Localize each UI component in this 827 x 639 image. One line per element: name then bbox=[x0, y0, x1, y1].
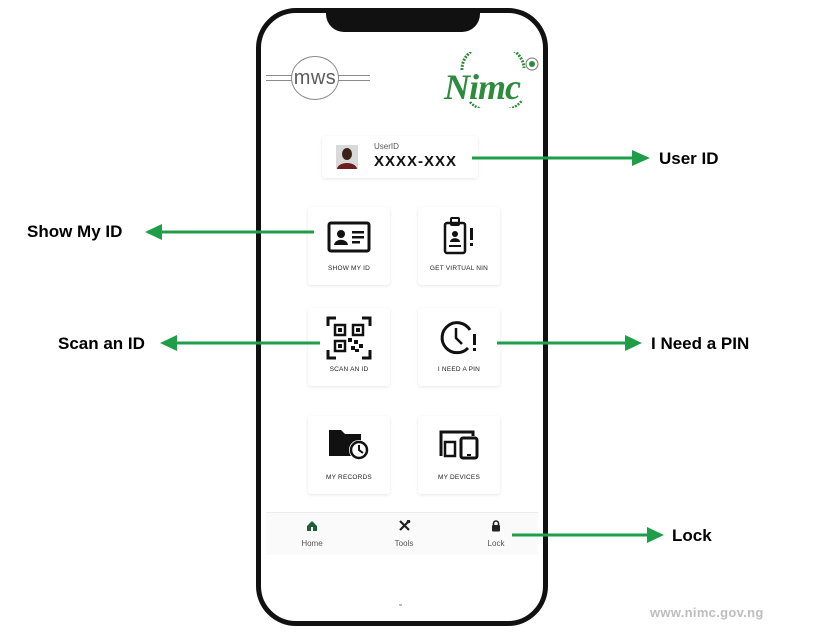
nav-lock-label: Lock bbox=[487, 539, 505, 548]
nav-home[interactable]: Home bbox=[282, 519, 342, 548]
callout-user-id: User ID bbox=[659, 149, 719, 168]
nav-lock[interactable]: Lock bbox=[466, 519, 526, 548]
home-icon bbox=[307, 521, 317, 531]
tile-label: SCAN AN ID bbox=[329, 366, 369, 373]
nav-tools-label: Tools bbox=[394, 539, 414, 548]
tools-icon bbox=[398, 519, 410, 531]
badge-alert-icon bbox=[443, 217, 473, 255]
devices-icon bbox=[439, 430, 479, 460]
get-virtual-nin-button[interactable]: GET VIRTUAL NIN bbox=[418, 207, 500, 285]
user-id-card[interactable]: UserID XXXX-XXX bbox=[322, 136, 478, 178]
arrow-need-pin-head bbox=[625, 335, 642, 351]
i-need-a-pin-button[interactable]: I NEED A PIN bbox=[418, 308, 500, 386]
my-devices-button[interactable]: MY DEVICES bbox=[418, 416, 500, 494]
scan-an-id-button[interactable]: SCAN AN ID bbox=[308, 308, 390, 386]
arrow-show-my-id-head bbox=[145, 224, 162, 240]
callout-show-my-id: Show My ID bbox=[27, 222, 123, 241]
nav-tools[interactable]: Tools bbox=[374, 519, 434, 548]
nav-home-label: Home bbox=[301, 539, 323, 548]
arrow-scan-an-id-head bbox=[160, 335, 177, 351]
id-card-icon bbox=[327, 221, 371, 253]
user-id-caption: UserID bbox=[374, 142, 399, 151]
callout-lock: Lock bbox=[672, 526, 712, 545]
callout-need-pin: I Need a PIN bbox=[651, 334, 750, 353]
nimc-logo-ring bbox=[460, 52, 539, 108]
tile-label: I NEED A PIN bbox=[437, 366, 481, 373]
my-records-button[interactable]: MY RECORDS bbox=[308, 416, 390, 494]
lock-icon bbox=[492, 520, 500, 532]
phone-notch bbox=[326, 10, 480, 32]
tile-label: SHOW MY ID bbox=[328, 265, 370, 272]
home-indicator bbox=[399, 604, 402, 606]
tile-label: GET VIRTUAL NIN bbox=[429, 265, 489, 272]
mws-logo-text: mws bbox=[291, 56, 339, 100]
bottom-nav: Home Tools Lock bbox=[266, 512, 538, 555]
nimc-logo: Nimc bbox=[440, 52, 540, 108]
qr-code-icon bbox=[326, 316, 372, 360]
footer-url: www.nimc.gov.ng bbox=[650, 605, 764, 620]
show-my-id-button[interactable]: SHOW MY ID bbox=[308, 207, 390, 285]
tile-label: MY DEVICES bbox=[438, 474, 480, 481]
tile-label: MY RECORDS bbox=[326, 474, 372, 481]
user-id-value: XXXX-XXX bbox=[374, 153, 458, 170]
nimc-logo-text: Nimc bbox=[444, 67, 521, 107]
arrow-lock-head bbox=[647, 527, 664, 543]
folder-clock-icon bbox=[329, 430, 369, 460]
arrow-user-id-head bbox=[632, 150, 650, 166]
avatar bbox=[336, 145, 358, 169]
clock-alert-icon bbox=[440, 321, 476, 355]
callout-scan-an-id: Scan an ID bbox=[58, 334, 145, 353]
mws-logo: mws bbox=[266, 56, 370, 104]
